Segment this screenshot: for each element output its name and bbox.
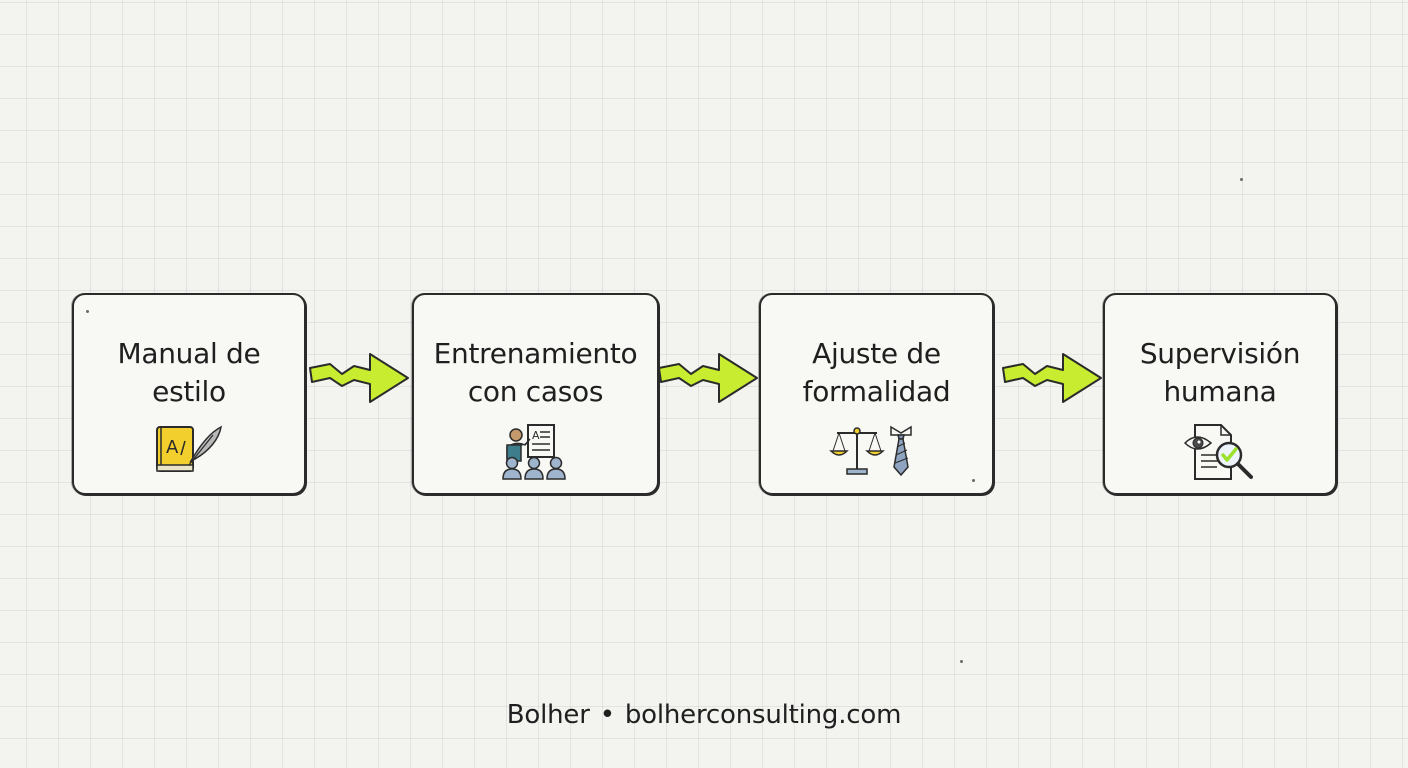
step-title: Ajuste de formalidad xyxy=(761,335,992,411)
arrow-right-icon xyxy=(658,353,758,403)
arrow-right-icon xyxy=(309,353,409,403)
step-title: Manual de estilo xyxy=(74,335,304,411)
step-title-line: humana xyxy=(1163,375,1277,408)
document-review-magnifier-icon xyxy=(1181,421,1259,487)
step-title-line: Manual de xyxy=(117,337,261,370)
step-title-line: formalidad xyxy=(802,375,951,408)
svg-text:A: A xyxy=(166,437,179,458)
step-title-line: con casos xyxy=(467,375,604,408)
arrow-right-icon xyxy=(1002,353,1102,403)
step-title-line: Entrenamiento xyxy=(433,337,638,370)
scales-and-tie-icon xyxy=(828,421,925,485)
step-style-manual: Manual de estilo A xyxy=(72,293,306,495)
step-title-line: estilo xyxy=(152,375,226,408)
step-formality-adjustment: Ajuste de formalidad xyxy=(759,293,994,495)
step-title: Entrenamiento con casos xyxy=(414,335,657,411)
footer-separator: • xyxy=(599,700,615,730)
step-title-line: Supervisión xyxy=(1139,337,1301,370)
ink-speck xyxy=(972,479,975,482)
style-manual-book-icon: A xyxy=(151,421,227,481)
ink-speck xyxy=(86,310,89,313)
ink-speck xyxy=(1240,178,1243,181)
training-presentation-icon: A xyxy=(500,421,572,487)
ink-speck xyxy=(960,660,963,663)
footer-url: bolherconsulting.com xyxy=(624,700,902,730)
step-training-cases: Entrenamiento con casos A xyxy=(412,293,659,495)
step-human-supervision: Supervisión humana xyxy=(1103,293,1337,495)
footer-brand: Bolher xyxy=(506,700,590,730)
step-title: Supervisión humana xyxy=(1105,335,1335,411)
footer-credit: Bolher • bolherconsulting.com xyxy=(0,700,1408,730)
step-title-line: Ajuste de xyxy=(812,337,941,370)
svg-text:A: A xyxy=(532,429,540,442)
